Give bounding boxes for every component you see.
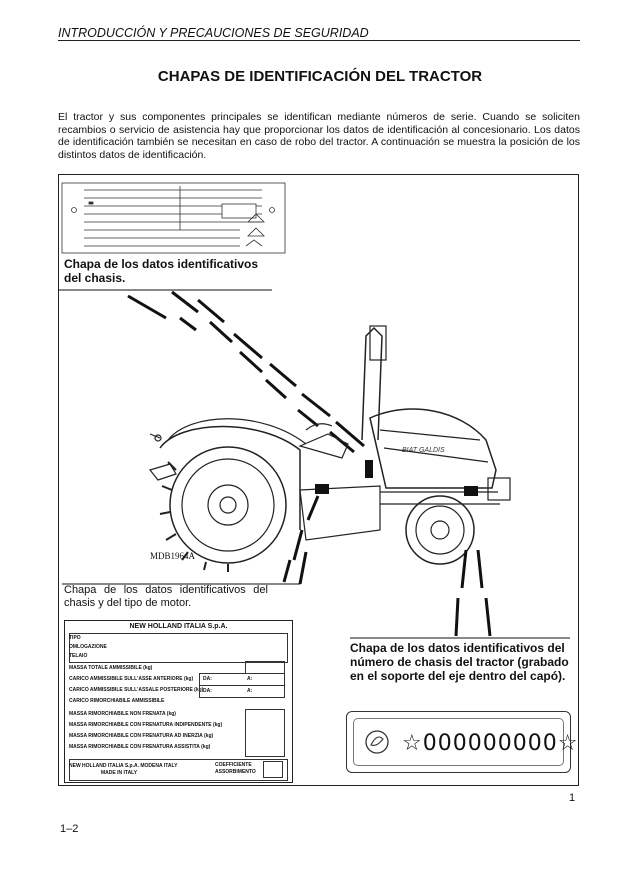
label-chassis-plate: Chapa de los datos identificativos del c…	[64, 257, 259, 285]
row-massa-non-frenata: MASSA RIMORCHIABILE NON FRENATA (kg)	[69, 711, 176, 717]
page-number: 1	[569, 792, 576, 804]
engraved-chassis-inner: ☆000000000☆	[353, 718, 577, 766]
row-frenatura-inerzia: MASSA RIMORCHIABILE CON FRENATURA AD INE…	[69, 733, 214, 739]
page-footer: 1–2	[60, 823, 79, 835]
tractor-badge: BIAT GALDIS	[402, 447, 445, 454]
id-plate-top-box	[69, 633, 288, 663]
row-omologazione: OMLOGAZIONE	[69, 644, 107, 650]
da-posteriore: DA:	[203, 688, 212, 694]
section-header: INTRODUCCIÓN Y PRECAUCIONES DE SEGURIDAD	[58, 26, 580, 41]
leader-lines	[58, 289, 365, 454]
row-telaio: TELAIO	[69, 653, 88, 659]
row-frenatura-indipendente: MASSA RIMORCHIABILE CON FRENATURA INDIPE…	[69, 722, 223, 728]
new-holland-leaf-icon	[365, 730, 389, 754]
engraved-chassis-plate: ☆000000000☆	[346, 711, 577, 773]
row-tipo: TIPO	[69, 635, 81, 641]
plate-footer-box	[69, 759, 288, 781]
row-frenatura-assistita: MASSA RIMORCHIABILE CON FRENATURA ASSIST…	[69, 744, 211, 750]
coefficiente-box	[263, 761, 283, 778]
tractor-drawing	[148, 325, 511, 572]
id-plate-company: NEW HOLLAND ITALIA S.p.A.	[129, 623, 228, 630]
plate-footer-right-2: ASSORBIMENTO	[215, 769, 256, 775]
rimorchiabile-box	[245, 709, 285, 757]
plate-footer-left-2: MADE IN ITALY	[101, 770, 138, 776]
a-posteriore: A:	[247, 688, 253, 694]
id-plate: NEW HOLLAND ITALIA S.p.A. TIPO OMLOGAZIO…	[64, 620, 293, 783]
label-engraved-chassis: Chapa de los datos identificativos del n…	[350, 641, 569, 683]
row-carico-rimorchiabile: CARICO RIMORCHIABILE AMMISSIBILE	[69, 698, 165, 704]
chassis-plate-drawing	[61, 182, 286, 254]
page-title: CHAPAS DE IDENTIFICACIÓN DEL TRACTOR	[157, 68, 483, 85]
posteriore-box	[199, 685, 285, 698]
figure-ref: MDB1964A	[150, 551, 196, 561]
row-carico-anteriore: CARICO AMMISSIBILE SULL'ASSE ANTERIORE (…	[69, 676, 194, 682]
chassis-serial: ☆000000000☆	[402, 731, 579, 756]
label-chassis-engine-plate: Chapa de los datos identificativos del c…	[64, 584, 268, 609]
da-anteriore: DA:	[203, 676, 212, 682]
a-anteriore: A:	[247, 676, 253, 682]
figure-frame	[58, 174, 579, 786]
row-carico-posteriore: CARICO AMMISSIBILE SULL'ASSALE POSTERIOR…	[69, 687, 204, 693]
row-massa-totale: MASSA TOTALE AMMISSIBILE (kg)	[69, 665, 153, 671]
intro-paragraph: El tractor y sus componentes principales…	[58, 111, 580, 161]
lower-leader-lines	[62, 495, 570, 639]
plate-footer-right-1: COEFFICIENTE	[215, 762, 252, 768]
plate-footer-left-1: NEW HOLLAND ITALIA S.p.A. MODENA ITALY	[69, 763, 178, 769]
